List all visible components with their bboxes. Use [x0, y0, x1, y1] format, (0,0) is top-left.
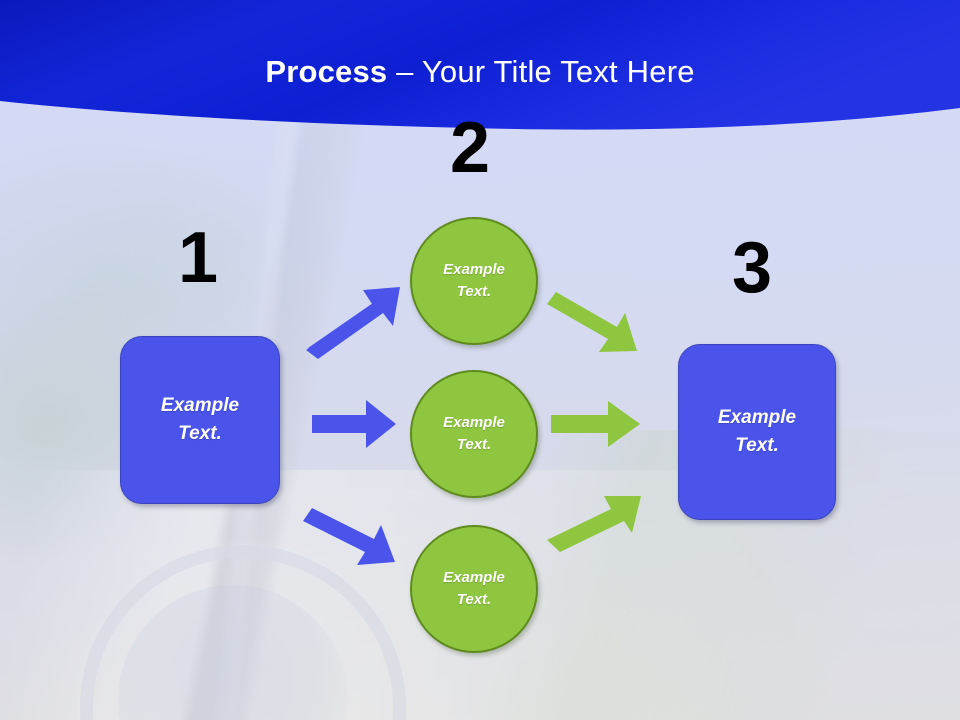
process-output-box[interactable]: Example Text.	[678, 344, 836, 520]
process-output-box-line2: Text.	[735, 435, 779, 456]
step-number-1: 1	[177, 218, 219, 298]
page-title-bold: Process	[265, 54, 388, 89]
process-circle-middle-label: Example Text.	[443, 412, 505, 457]
process-circle-top[interactable]: Example Text.	[410, 217, 538, 345]
process-circle-top-label: Example Text.	[443, 259, 505, 304]
process-output-box-label: Example Text.	[718, 404, 796, 459]
process-output-box-line1: Example	[717, 407, 797, 429]
process-circle-middle-line1: Example	[443, 413, 505, 431]
step-number-2: 2	[449, 108, 491, 188]
process-input-box-line2: Text.	[178, 423, 222, 444]
process-circle-bottom-line2: Text.	[456, 591, 492, 608]
process-circle-top-line1: Example	[443, 260, 505, 278]
process-circle-middle-line2: Text.	[456, 436, 492, 453]
process-input-box-label: Example Text.	[161, 392, 239, 447]
header-banner	[0, 0, 960, 136]
page-title: Process – Your Title Text Here	[0, 54, 960, 90]
process-circle-bottom-label: Example Text.	[443, 567, 505, 612]
page-title-rest: – Your Title Text Here	[387, 54, 695, 89]
process-circle-top-line2: Text.	[456, 283, 492, 300]
process-circle-middle[interactable]: Example Text.	[410, 370, 538, 498]
step-number-3: 3	[731, 228, 773, 308]
process-circle-bottom-line1: Example	[443, 568, 505, 586]
process-circle-bottom[interactable]: Example Text.	[410, 525, 538, 653]
process-input-box[interactable]: Example Text.	[120, 336, 280, 504]
process-input-box-line1: Example	[160, 395, 240, 417]
